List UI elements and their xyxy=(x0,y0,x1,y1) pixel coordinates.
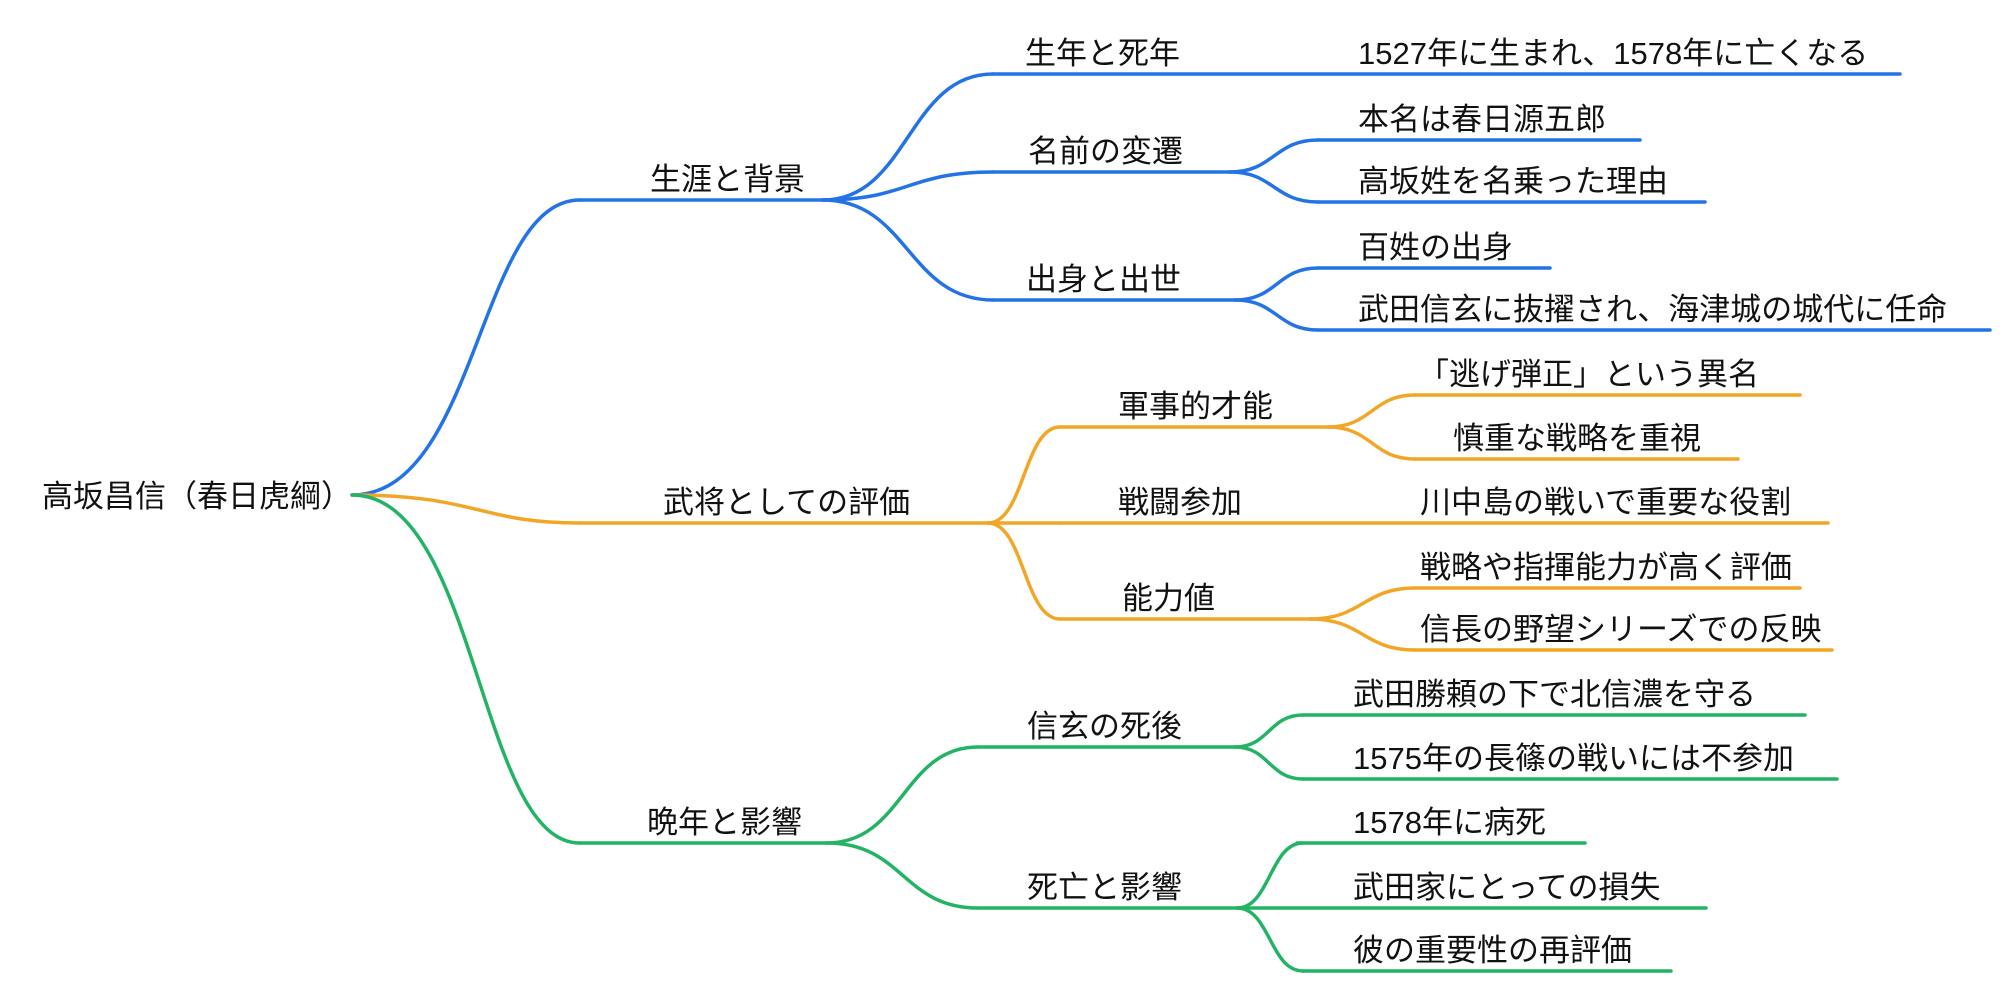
link-after-nagashino xyxy=(1233,745,1305,781)
leaf-label-takeda-loss[interactable]: 武田家にとっての損失 xyxy=(1353,870,1661,905)
link-life-birth xyxy=(821,72,995,202)
branch-label-life[interactable]: 生涯と背景 xyxy=(650,162,805,197)
node-label-military-talent[interactable]: 軍事的才能 xyxy=(1118,389,1273,424)
branch-label-late[interactable]: 晩年と影響 xyxy=(647,805,802,840)
leaf-label-high-command[interactable]: 戦略や指揮能力が高く評価 xyxy=(1420,550,1792,585)
link-stats-strategy xyxy=(1308,586,1417,621)
link-late-death xyxy=(825,841,980,910)
link-names-realname xyxy=(1228,138,1320,174)
link-origin-promoted xyxy=(1233,298,1320,332)
link-root-to-late xyxy=(350,493,582,845)
link-eval-stats xyxy=(986,521,1062,621)
link-eval-military xyxy=(986,425,1062,525)
leaf-label-kosaka-surname[interactable]: 高坂姓を名乗った理由 xyxy=(1358,164,1668,199)
root-node-label[interactable]: 高坂昌信（春日虎綱） xyxy=(42,479,352,514)
node-label-ability-stats[interactable]: 能力値 xyxy=(1122,581,1215,616)
link-root-to-eval xyxy=(350,493,582,525)
node-label-death-impact[interactable]: 死亡と影響 xyxy=(1027,870,1182,905)
node-label-origin-rise[interactable]: 出身と出世 xyxy=(1026,262,1181,297)
link-root-to-life xyxy=(350,198,582,497)
link-names-kosaka xyxy=(1228,170,1320,204)
leaf-label-nagashino-absent[interactable]: 1575年の長篠の戦いには不参加 xyxy=(1353,741,1794,776)
leaf-label-cautious-strategy[interactable]: 慎重な戦略を重視 xyxy=(1453,421,1701,456)
link-life-names xyxy=(821,170,995,202)
leaf-label-real-name[interactable]: 本名は春日源五郎 xyxy=(1358,102,1606,137)
leaf-label-born-died[interactable]: 1527年に生まれ、1578年に亡くなる xyxy=(1358,36,1869,71)
leaf-label-katsuyori-shinano[interactable]: 武田勝頼の下で北信濃を守る xyxy=(1353,677,1756,712)
link-stats-nobunaga xyxy=(1308,617,1417,652)
branch-label-eval[interactable]: 武将としての評価 xyxy=(663,485,911,520)
node-label-battle-participation[interactable]: 戦闘参加 xyxy=(1118,485,1242,520)
link-death-1578 xyxy=(1235,841,1305,910)
link-military-caution xyxy=(1326,425,1417,461)
link-life-origin xyxy=(821,198,995,302)
node-label-birth-death[interactable]: 生年と死年 xyxy=(1025,36,1180,71)
link-late-aftershingen xyxy=(825,745,980,845)
node-label-name-changes[interactable]: 名前の変遷 xyxy=(1028,134,1183,169)
leaf-label-nige-danjo[interactable]: 「逃げ弾正」という異名 xyxy=(1418,357,1759,392)
link-death-reeval xyxy=(1235,906,1305,973)
leaf-label-kaizu-castle[interactable]: 武田信玄に抜擢され、海津城の城代に任命 xyxy=(1358,292,1948,327)
node-label-after-shingen[interactable]: 信玄の死後 xyxy=(1027,709,1182,744)
leaf-label-kawanakajima[interactable]: 川中島の戦いで重要な役割 xyxy=(1420,485,1792,520)
leaf-label-peasant-origin[interactable]: 百姓の出身 xyxy=(1358,230,1513,265)
link-origin-peasant xyxy=(1233,266,1320,302)
leaf-label-nobunaga-series[interactable]: 信長の野望シリーズでの反映 xyxy=(1420,612,1822,647)
link-military-nige xyxy=(1326,393,1417,429)
leaf-label-reevaluation[interactable]: 彼の重要性の再評価 xyxy=(1353,933,1632,968)
leaf-label-died-1578[interactable]: 1578年に病死 xyxy=(1353,805,1546,840)
link-after-katsuyori xyxy=(1233,713,1305,749)
